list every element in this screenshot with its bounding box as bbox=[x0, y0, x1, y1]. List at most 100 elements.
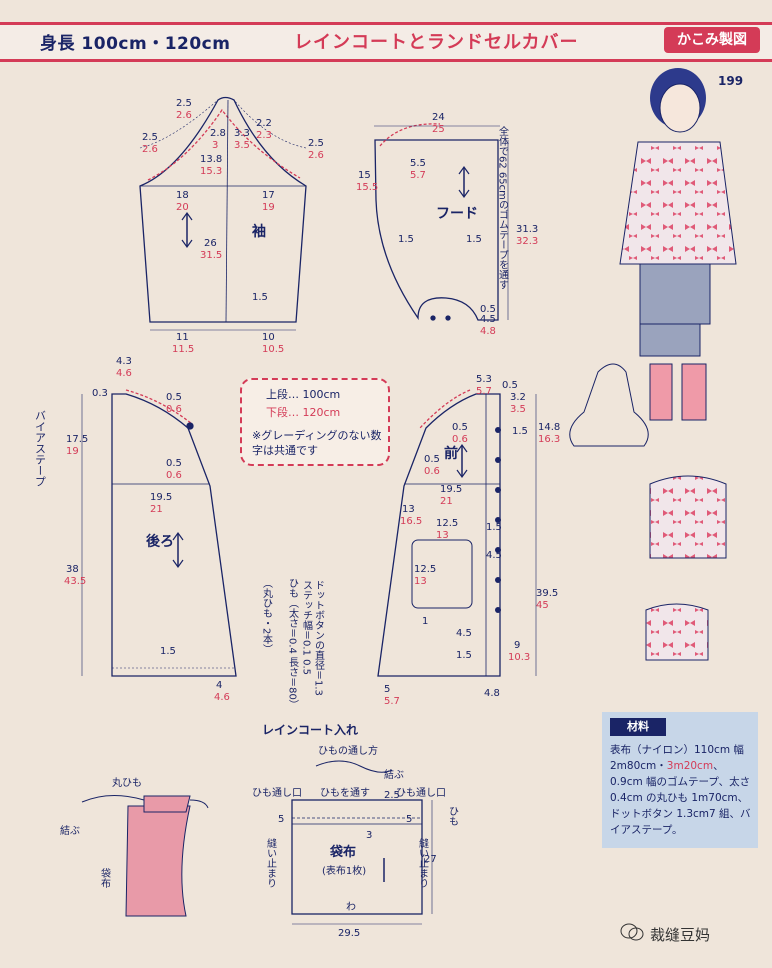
sleeve-dim: 2.5 bbox=[176, 98, 192, 109]
sleeve-dim: 15.3 bbox=[200, 166, 222, 177]
front-dim: 1.5 bbox=[512, 426, 528, 437]
front-dim: 12.5 bbox=[414, 564, 436, 575]
front-dim: 13 bbox=[436, 530, 449, 541]
sleeve-dim: 10 bbox=[262, 332, 275, 343]
hood-back-sketch bbox=[569, 363, 649, 447]
front-dim: 14.8 bbox=[538, 422, 560, 433]
vertical-note: ひも（太さ＝0.4 長さ＝80） bbox=[287, 578, 299, 710]
hood-dim: 4.8 bbox=[480, 326, 496, 337]
back-dim: 0.3 bbox=[92, 388, 108, 399]
hood-dim: 1.5 bbox=[466, 234, 482, 245]
bag-dim: 3 bbox=[366, 830, 372, 841]
front-dim: 1 bbox=[422, 616, 428, 627]
bag-illustration bbox=[81, 794, 209, 917]
sleeve-label: 袖 bbox=[252, 223, 266, 240]
fold-label: わ bbox=[346, 901, 356, 913]
back-dim: 43.5 bbox=[64, 576, 86, 587]
dot-buttons bbox=[495, 427, 501, 613]
front-dim: 1.5 bbox=[456, 650, 472, 661]
seam-right-label: 縫い止まり bbox=[417, 837, 429, 888]
bag-dim: 5 bbox=[278, 814, 284, 825]
wechat-icon bbox=[620, 923, 644, 941]
back-outline bbox=[111, 393, 237, 677]
front-dim: 5.7 bbox=[476, 386, 492, 397]
sleeve-dim: 2.6 bbox=[142, 144, 158, 155]
sleeve-dim: 3.3 bbox=[234, 128, 250, 139]
sleeve-dim: 17 bbox=[262, 190, 275, 201]
hood-elastic-note: 全体で62 65cmのゴムテープを通す bbox=[497, 125, 509, 290]
bag-section-title: レインコート入れ bbox=[262, 723, 358, 737]
front-dim: 3.2 bbox=[510, 392, 526, 403]
front-dim: 9 bbox=[514, 640, 520, 651]
bag-label: 袋布 bbox=[329, 844, 356, 860]
page-number: 199 bbox=[718, 74, 744, 88]
knot-label: 結ぶ bbox=[384, 768, 404, 781]
sleeve-pattern bbox=[139, 96, 307, 331]
front-dim: 13 bbox=[402, 504, 415, 515]
pass-string-label: ひもを通す bbox=[320, 787, 370, 799]
back-dim: 21 bbox=[150, 504, 163, 515]
hood-dim: 31.3 bbox=[516, 224, 538, 235]
back-dim: 19 bbox=[66, 446, 79, 457]
bag-sublabel: (表布1枚) bbox=[322, 864, 366, 877]
back-dim: 0.5 bbox=[166, 458, 182, 469]
sleeve-dim: 2.2 bbox=[256, 118, 272, 129]
materials-title: 材料 bbox=[610, 718, 666, 736]
front-dim: 0.5 bbox=[424, 454, 440, 465]
hood-dim: 0.5 bbox=[480, 304, 496, 315]
header-tag: かこみ製図 bbox=[664, 27, 760, 53]
watermark: 裁缝豆妈 bbox=[650, 926, 711, 944]
sleeve-outline bbox=[139, 96, 307, 323]
sleeve-dim: 2.3 bbox=[256, 130, 272, 141]
hood-label: フード bbox=[436, 206, 478, 222]
sleeve-dim: 18 bbox=[176, 190, 189, 201]
sleeve-dim: 11.5 bbox=[172, 344, 194, 355]
bag-dim: 29.5 bbox=[338, 928, 360, 939]
materials-text-a: 表布（ナイロン）110cm 幅 2m80cm・ bbox=[610, 744, 744, 772]
header-bar: 身長 100cm・120cm レインコートとランドセルカバー かこみ製図 bbox=[0, 22, 772, 62]
hood-dim: 15 bbox=[358, 170, 371, 181]
sleeve-dim: 3 bbox=[212, 140, 218, 151]
back-dim: 4.6 bbox=[214, 692, 230, 703]
front-dim: 0.6 bbox=[452, 434, 468, 445]
sleeve-dim: 2.6 bbox=[308, 150, 324, 161]
front-pattern bbox=[377, 389, 537, 677]
sleeve-dim: 2.5 bbox=[142, 132, 158, 143]
hood-dim: 15.5 bbox=[356, 182, 378, 193]
front-dim: 16.3 bbox=[538, 434, 560, 445]
front-dim: 4.5 bbox=[456, 628, 472, 639]
header-title: レインコートとランドセルカバー bbox=[294, 32, 579, 53]
hood-dim: 24 bbox=[432, 112, 445, 123]
bag-dim: 5 bbox=[406, 814, 412, 825]
materials-text: 表布（ナイロン）110cm 幅 2m80cm・3m20cm、0.9cm 幅のゴム… bbox=[610, 742, 756, 838]
hood-dim: 5.7 bbox=[410, 170, 426, 181]
front-dim: 13 bbox=[414, 576, 427, 587]
front-dim: 12.5 bbox=[436, 518, 458, 529]
front-dim: 45 bbox=[536, 600, 549, 611]
materials-text-b: 、0.9cm 幅のゴムテープ、太さ 0.4cm の丸ひも 1m70cm、ドットボ… bbox=[610, 760, 751, 836]
sleeve-grading-line bbox=[147, 108, 301, 181]
slot-left-label: ひも通し口 bbox=[252, 787, 302, 799]
front-label: 前 bbox=[444, 445, 458, 462]
sleeve-dim: 11 bbox=[176, 332, 189, 343]
front-dim: 0.6 bbox=[424, 466, 440, 477]
bag-dim: 27 bbox=[424, 854, 437, 865]
back-dim: 17.5 bbox=[66, 434, 88, 445]
materials-box: 材料 表布（ナイロン）110cm 幅 2m80cm・3m20cm、0.9cm 幅… bbox=[602, 712, 758, 848]
pocket bbox=[411, 539, 473, 609]
back-dim: 1.5 bbox=[160, 646, 176, 657]
front-dim: 5.3 bbox=[476, 374, 492, 385]
vertical-note: ステッチ幅＝0.1 0.5 bbox=[301, 580, 313, 675]
sleeve-dim: 1.5 bbox=[252, 292, 268, 303]
hood-dim: 4.5 bbox=[480, 314, 496, 325]
round-string-label: 丸ひも bbox=[112, 776, 142, 789]
sleeve-dim: 3.5 bbox=[234, 140, 250, 151]
sleeve-dim: 20 bbox=[176, 202, 189, 213]
sleeve-dim: 26 bbox=[204, 238, 217, 249]
hood-pattern bbox=[374, 123, 509, 321]
note-line3: ※グレーディングのない数字は共通です bbox=[252, 429, 382, 457]
front-dim: 3.5 bbox=[510, 404, 526, 415]
bag-cloth-label: 袋布 bbox=[99, 867, 111, 889]
